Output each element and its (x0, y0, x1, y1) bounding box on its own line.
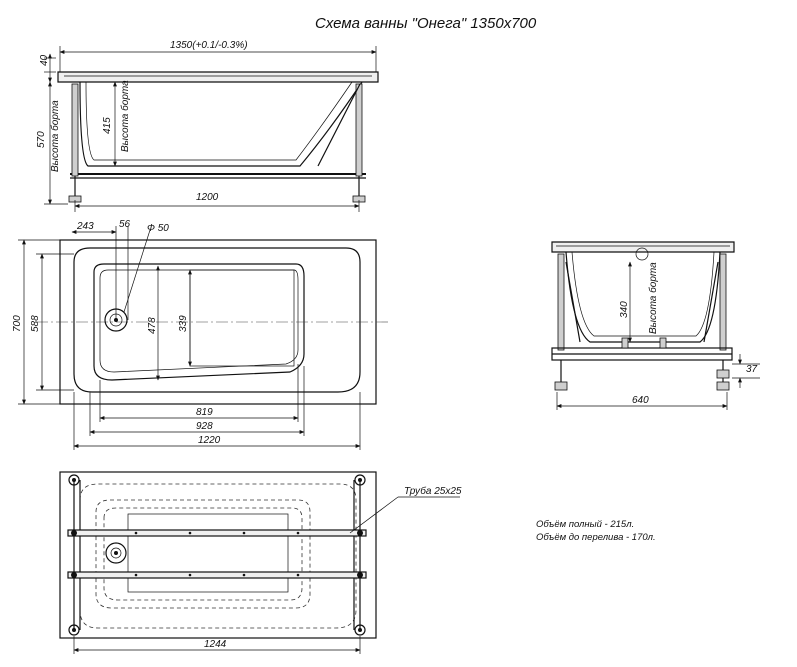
end-view: 340 Высота борта 37 640 (551, 241, 760, 410)
top-drain-label: Ф 50 (147, 223, 169, 234)
side-height-caption: Высота борта (49, 100, 61, 172)
top-56-label: 56 (119, 219, 131, 230)
end-width-label: 640 (632, 395, 649, 406)
end-depth-label: 340 (619, 301, 630, 318)
top-width-label: 700 (12, 315, 23, 332)
bottom-view: Труба 25x25 1244 (59, 471, 462, 654)
end-depth-caption: Высота борта (647, 262, 659, 334)
bottom-frame-label: 1244 (204, 639, 227, 650)
top-1220-label: 1220 (198, 435, 221, 446)
side-depth-label: 415 (102, 117, 113, 134)
top-588-label: 588 (30, 315, 41, 332)
side-length-label: 1350(+0.1/-0.3%) (170, 40, 248, 51)
side-frame-label: 1200 (196, 192, 219, 203)
top-478-label: 478 (147, 317, 158, 334)
top-339-label: 339 (178, 315, 189, 332)
drawing-title: Схема ванны "Онега" 1350x700 (315, 15, 537, 32)
top-view: Ф 50 243 56 700 588 478 339 819 928 (12, 219, 390, 450)
top-243-label: 243 (76, 221, 94, 232)
side-depth-caption: Высота борта (119, 80, 131, 152)
volume-full-note: Объём полный - 215л. (536, 519, 634, 530)
end-leg-label: 37 (746, 364, 758, 375)
top-819-label: 819 (196, 407, 213, 418)
side-view: 1350(+0.1/-0.3%) 40 570 Высота борта 415… (36, 40, 379, 212)
volume-overflow-note: Объём до перелива - 170л. (536, 532, 656, 543)
side-rim-label: 40 (39, 54, 50, 66)
volume-notes: Объём полный - 215л. Объём до перелива -… (536, 519, 656, 543)
side-height-label: 570 (36, 131, 47, 148)
bottom-pipe-label: Труба 25x25 (404, 485, 462, 497)
top-928-label: 928 (196, 421, 213, 432)
